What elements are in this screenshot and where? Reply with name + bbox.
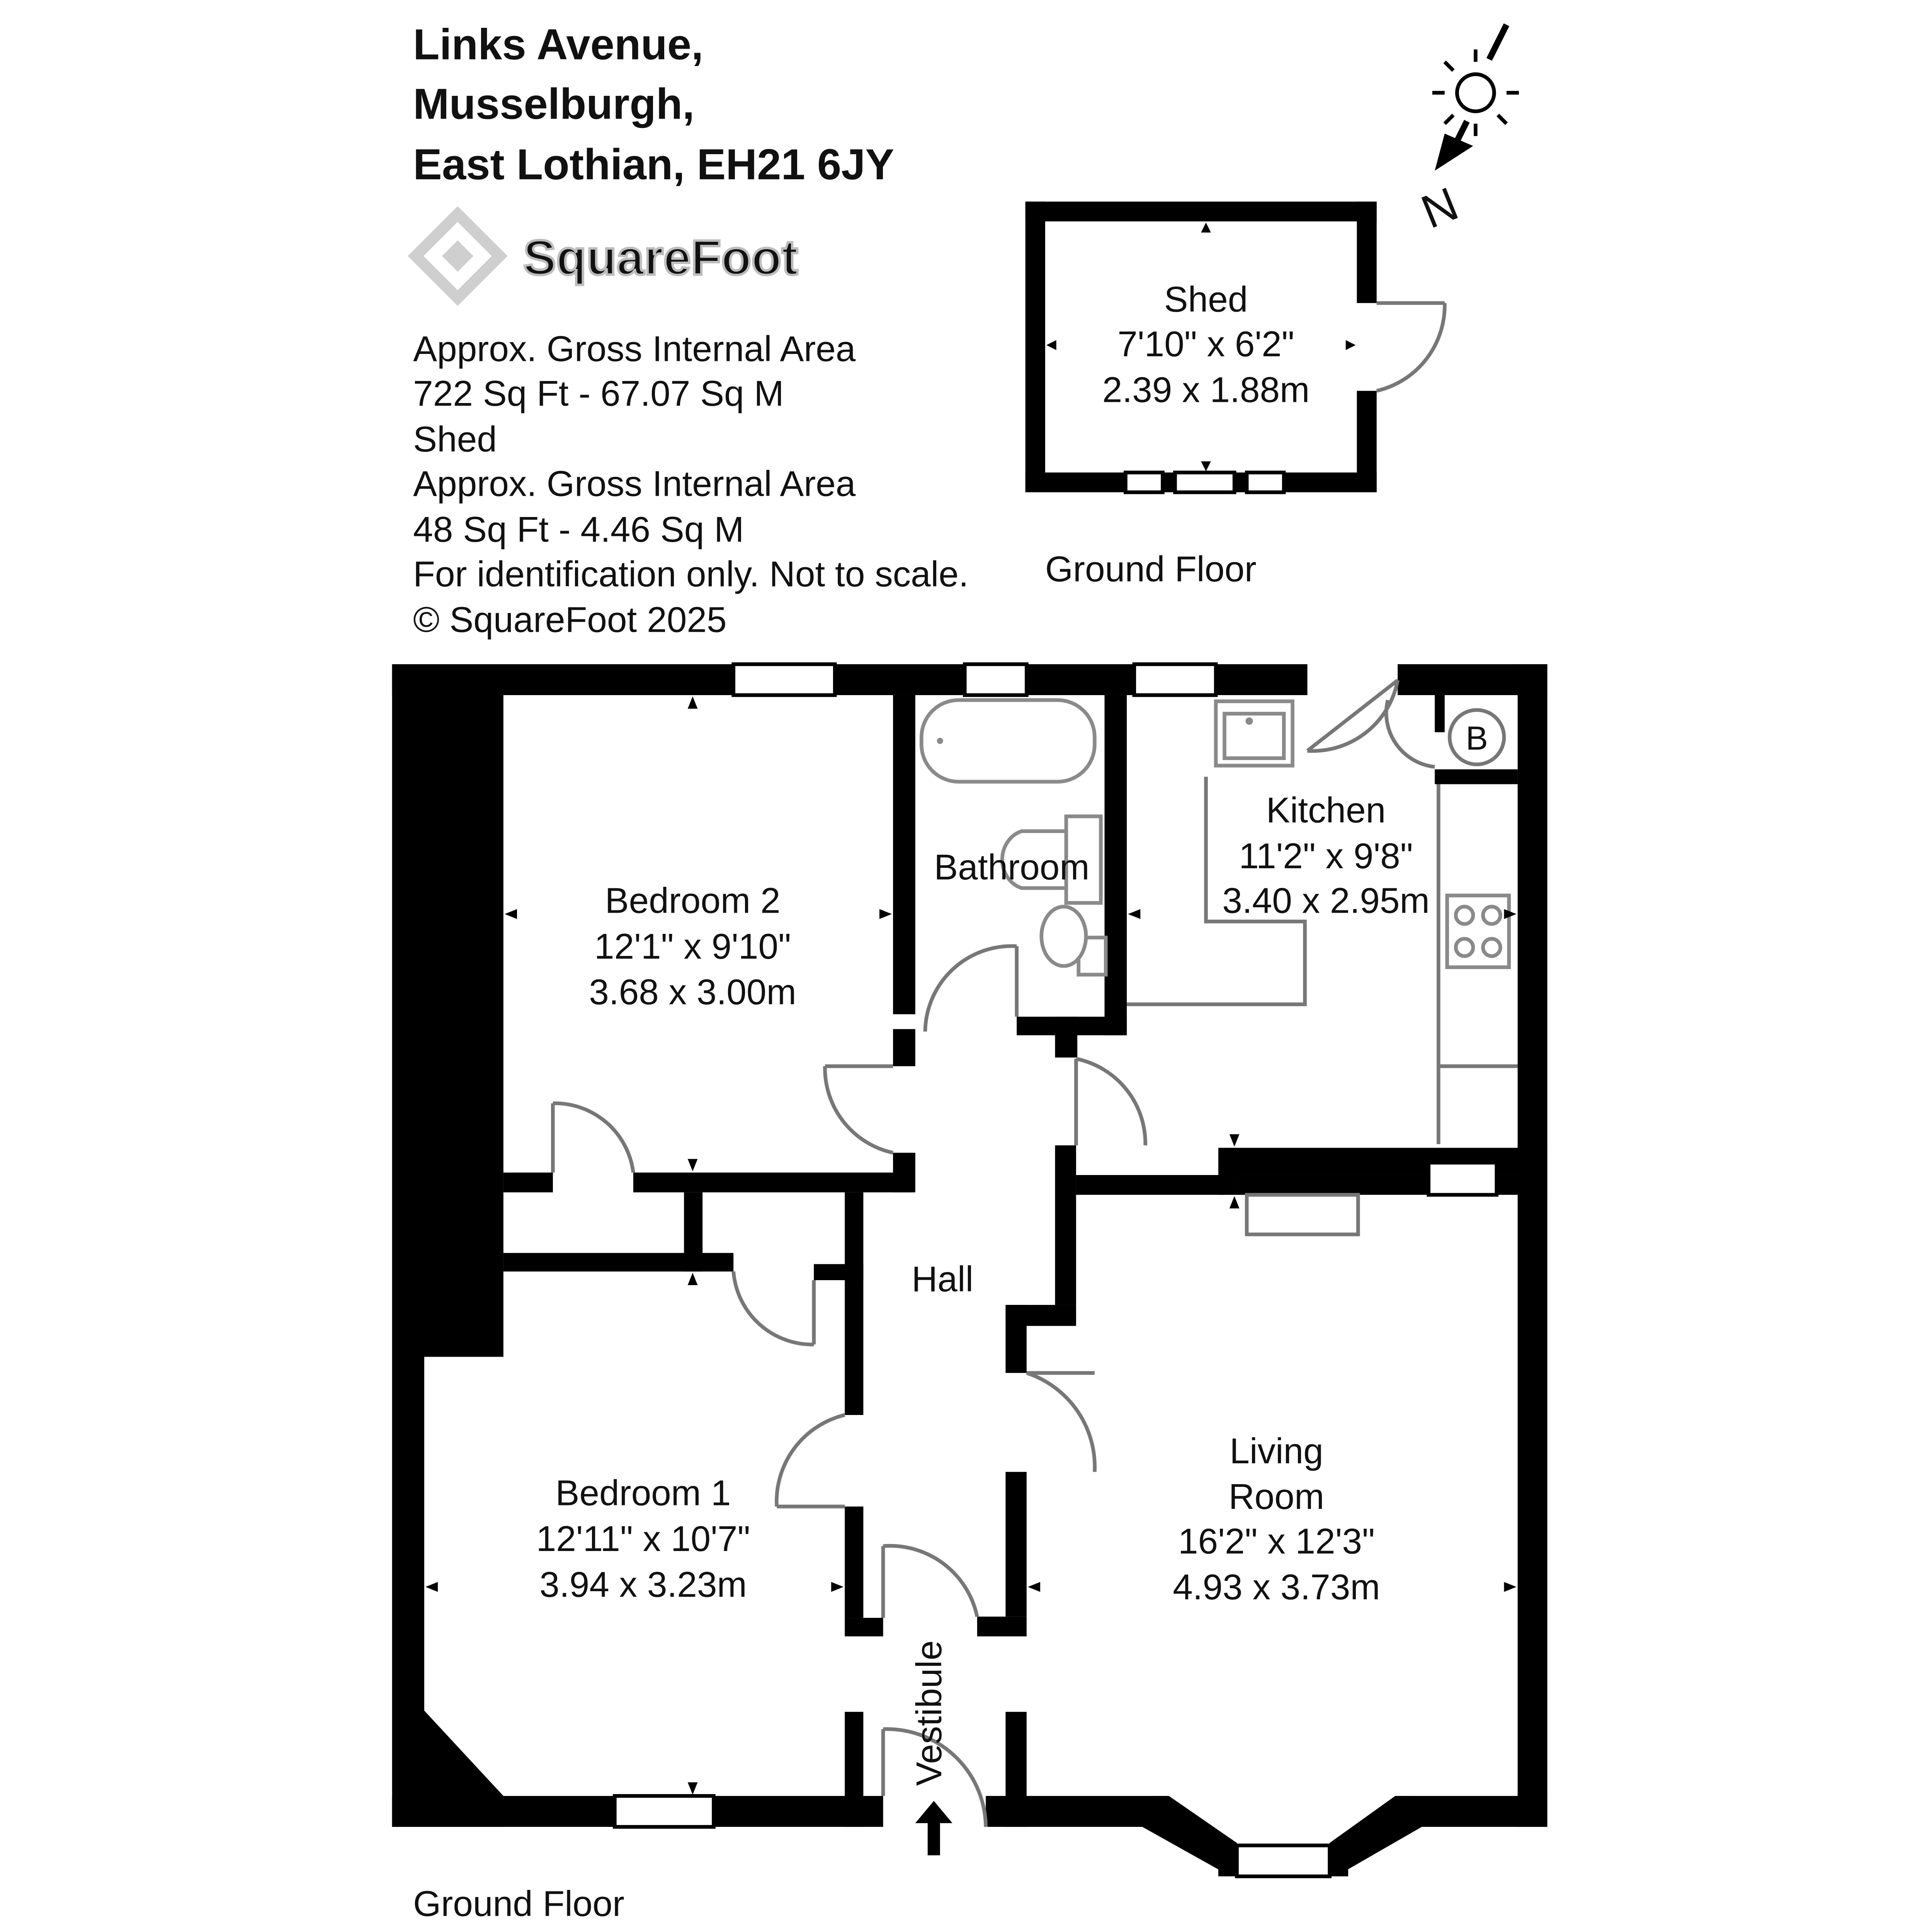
living-name-line1: Living — [1230, 1431, 1323, 1471]
living-imperial: 16'2" x 12'3" — [1178, 1521, 1375, 1561]
shed-name: Shed — [1164, 279, 1248, 320]
shed-plan — [1025, 201, 1447, 494]
main-floor-walls — [392, 664, 1548, 1876]
shed-area-label: Approx. Gross Internal Area — [413, 464, 856, 504]
toilet — [1000, 814, 1103, 905]
bath — [919, 698, 1097, 784]
squarefoot-logo-text: SquareFoot — [523, 230, 798, 286]
dimension-markers — [425, 696, 1517, 1795]
squarefoot-logo: SquareFoot — [408, 206, 799, 306]
area-label: Approx. Gross Internal Area — [413, 329, 856, 369]
windows — [613, 662, 1499, 1878]
living-name-line2: Room — [1229, 1476, 1325, 1517]
bathroom-name: Bathroom — [934, 847, 1089, 887]
hall-name: Hall — [912, 1259, 973, 1299]
bedroom1-metric: 3.94 x 3.23m — [539, 1565, 747, 1605]
address-line-1: Links Avenue, — [413, 20, 703, 69]
living-metric: 4.93 x 3.73m — [1173, 1567, 1380, 1607]
north-label: N — [1414, 177, 1465, 238]
address-line-2: Musselburgh, — [413, 80, 694, 128]
hob-icon — [1445, 893, 1511, 969]
bedroom2-imperial: 12'1" x 9'10" — [594, 926, 791, 966]
shed-metric: 2.39 x 1.88m — [1102, 369, 1310, 410]
disclaimer: For identification only. Not to scale. — [413, 554, 969, 594]
vestibule-name: Vestibule — [909, 1640, 949, 1786]
bedroom1-imperial: 12'11" x 10'7" — [536, 1519, 750, 1559]
kitchen-sink — [1214, 699, 1294, 768]
copyright: © SquareFoot 2025 — [413, 600, 726, 640]
address-line-3: East Lothian, EH21 6JY — [413, 140, 894, 189]
basin — [1039, 905, 1108, 977]
kitchen-worktop — [1127, 777, 1518, 1144]
shed-area-title: Shed — [413, 419, 497, 459]
boiler-label: B — [1466, 720, 1488, 757]
north-arrow-sun-icon — [1432, 23, 1519, 171]
kitchen-metric: 3.40 x 2.95m — [1222, 880, 1430, 920]
boiler-icon — [1447, 708, 1506, 767]
shed-imperial: 7'10" x 6'2" — [1117, 324, 1294, 364]
bedroom1-name: Bedroom 1 — [556, 1473, 731, 1513]
bedroom2-name: Bedroom 2 — [605, 880, 781, 920]
shed-area-value: 48 Sq Ft - 4.46 Sq M — [413, 509, 744, 549]
area-value: 722 Sq Ft - 67.07 Sq M — [413, 373, 784, 413]
fireplace-hearth — [1245, 1193, 1360, 1236]
door-swings — [551, 679, 1435, 1827]
floor-label: Ground Floor — [413, 1883, 624, 1923]
kitchen-imperial: 11'2" x 9'8" — [1239, 836, 1413, 876]
shed-floor-label: Ground Floor — [1045, 549, 1257, 589]
entrance-arrow-icon — [915, 1801, 952, 1855]
bedroom2-metric: 3.68 x 3.00m — [589, 972, 796, 1012]
kitchen-name: Kitchen — [1266, 790, 1386, 830]
